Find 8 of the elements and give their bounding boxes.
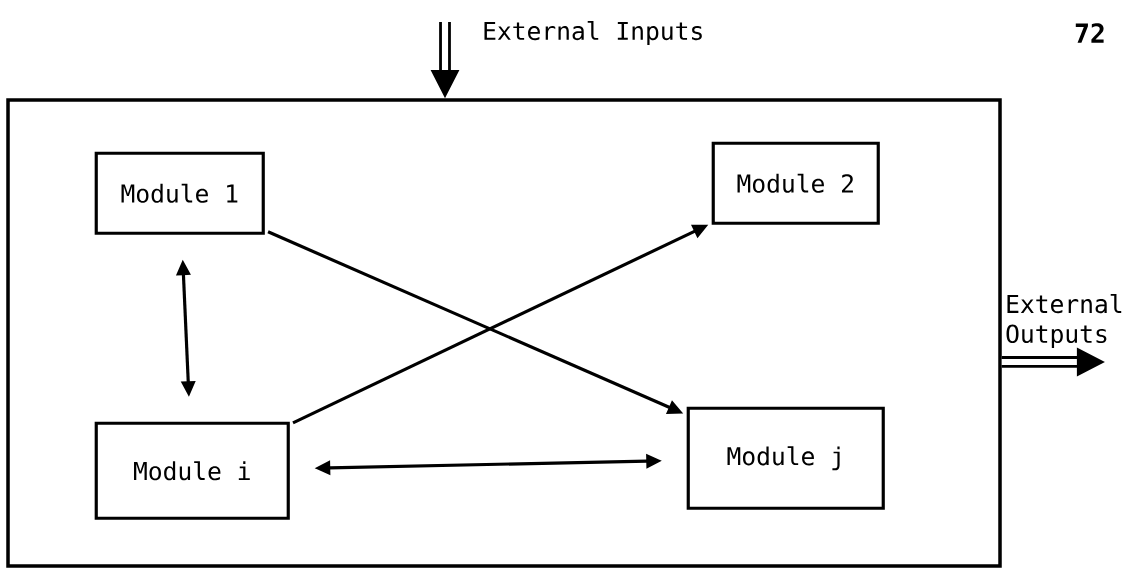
page-number: 72: [1075, 23, 1104, 43]
module-box: Module j: [686, 406, 885, 510]
module-box: Module i: [94, 421, 290, 520]
edge-label: External Outputs: [1006, 294, 1122, 348]
system-box: [6, 98, 1002, 568]
module-box: Module 2: [711, 141, 880, 225]
module-box: Module 1: [94, 151, 265, 235]
edge-label: External Inputs: [484, 21, 702, 45]
